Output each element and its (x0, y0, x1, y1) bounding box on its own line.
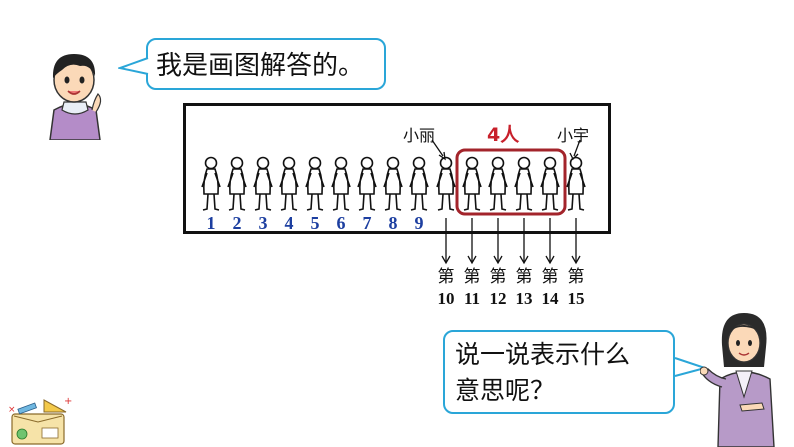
number-label: 6 (336, 213, 346, 233)
number-label: 2 (232, 213, 242, 233)
stationery-icon: + × (8, 396, 72, 445)
label-xiaoyu: 小宇 (557, 126, 590, 145)
group-box (455, 148, 567, 216)
label-pointer-arrows (431, 139, 581, 161)
number-label: 9 (414, 213, 424, 233)
number-label: 7 (362, 213, 372, 233)
number-label: 3 (258, 213, 268, 233)
speech-bubble-bottom: 说一说表示什么 意思呢？ (443, 330, 675, 414)
number-label: 4 (284, 213, 294, 233)
label-group-count: 4人 (487, 124, 520, 146)
svg-text:+: + (64, 396, 72, 407)
boy-avatar (49, 54, 102, 140)
label-xiaoli: 小丽 (403, 126, 436, 145)
teacher-avatar (700, 313, 775, 447)
number-label: 5 (310, 213, 320, 233)
number-label: 1 (206, 213, 216, 233)
number-label: 8 (388, 213, 398, 233)
down-arrows (441, 218, 581, 265)
speech-bubble-top: 我是画图解答的。 (146, 38, 386, 90)
speech-bubble-top-tail (118, 57, 149, 75)
svg-text:×: × (8, 405, 16, 415)
